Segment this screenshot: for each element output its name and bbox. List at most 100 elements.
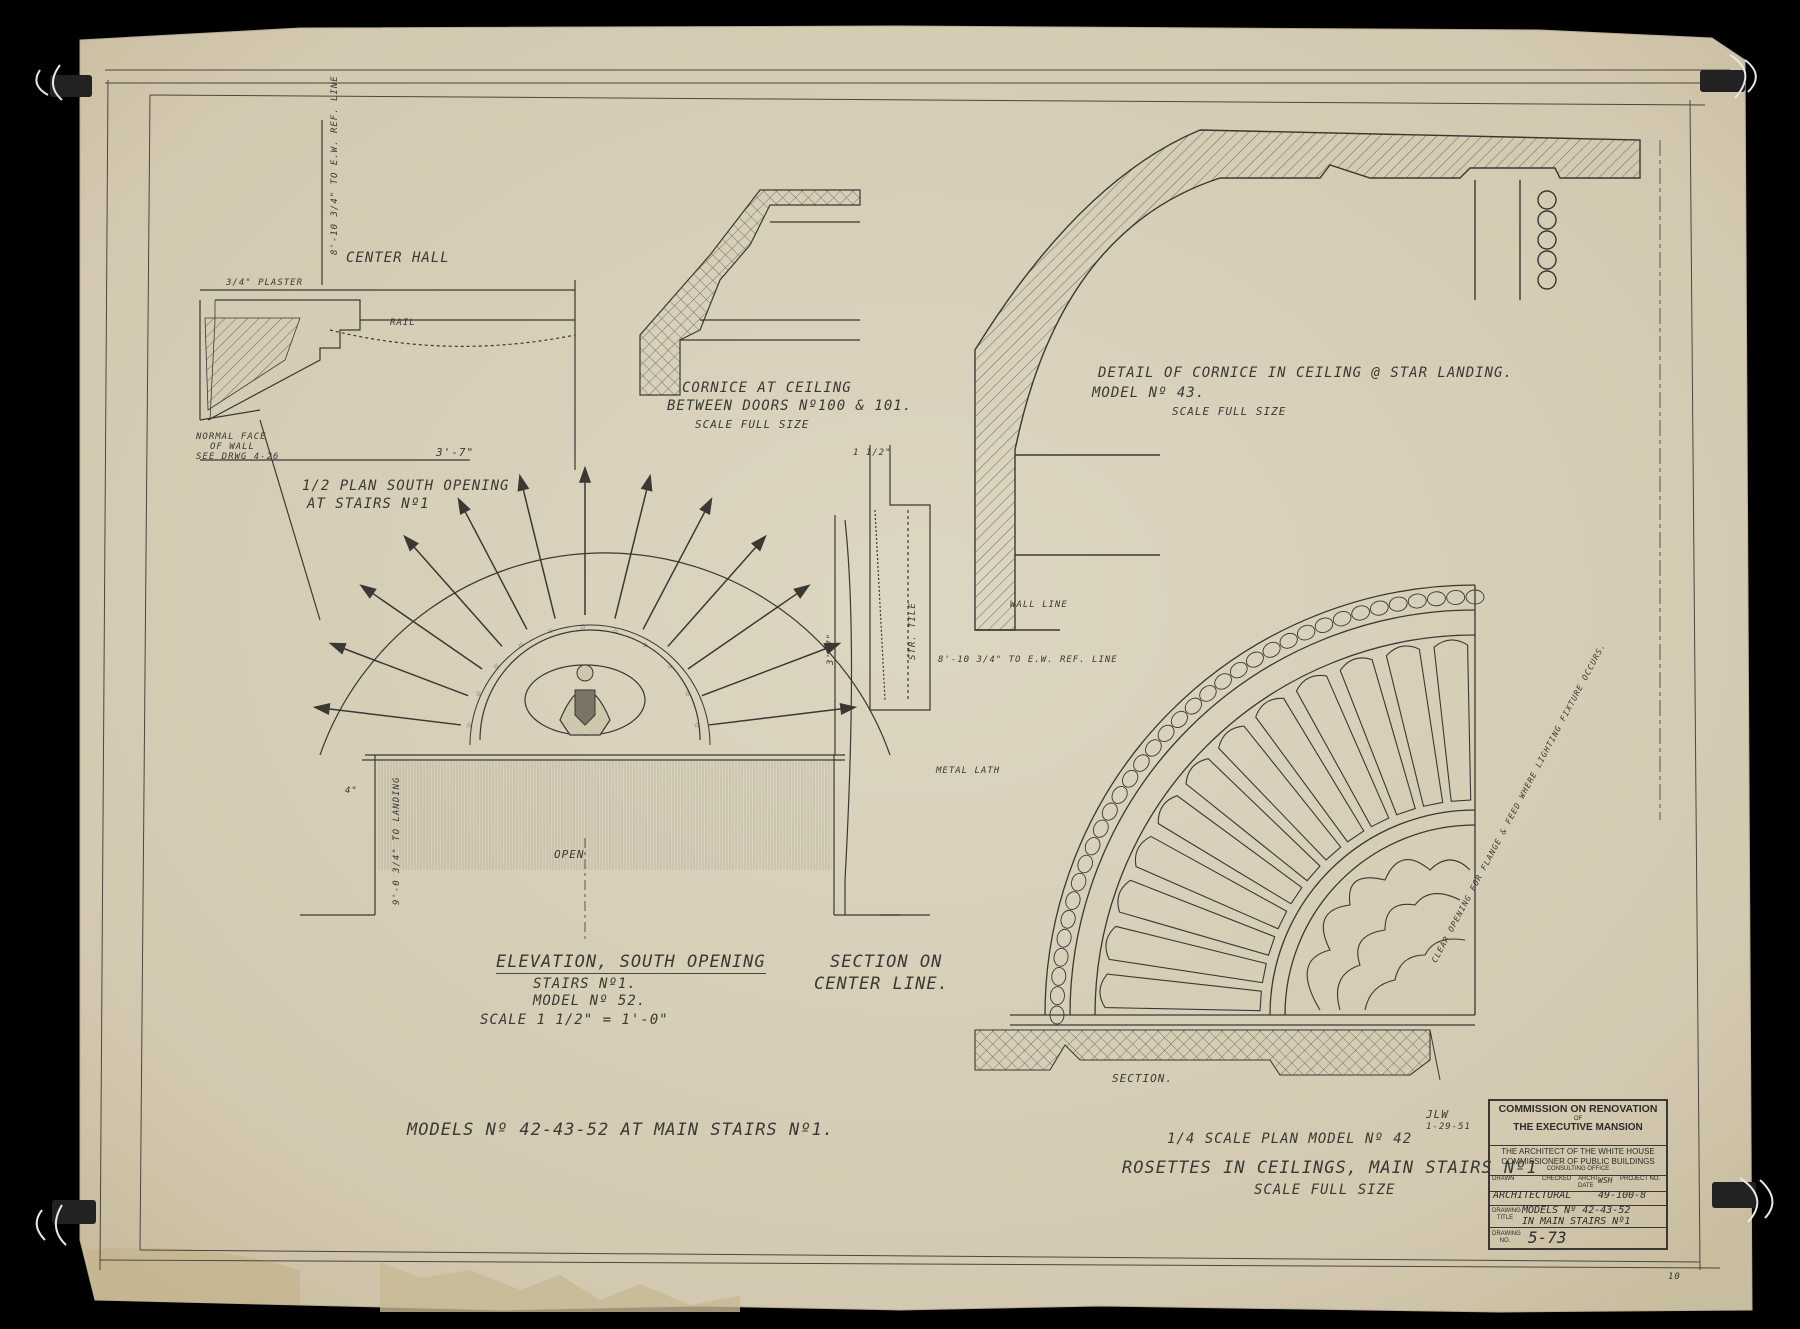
label-dim-3-7-vertical: 3'-7" [826, 632, 836, 665]
section-end [1429, 1029, 1441, 1081]
tb-project-label: PROJECT NO. [1620, 1176, 1661, 1182]
fanlight-ray-tip [517, 473, 530, 492]
fanlight-ray-tip [403, 534, 419, 552]
label-initials-date: 1-29-51 [1426, 1122, 1471, 1132]
label-corner-number: 10 [1668, 1272, 1681, 1282]
rosette-bead [1056, 928, 1072, 948]
torn-edge [380, 1262, 740, 1312]
rosette-bead [1229, 662, 1248, 679]
rosette-bead [1133, 754, 1150, 772]
rosette-petal [1099, 973, 1262, 1012]
fanlight-ray [642, 511, 706, 630]
title-block-category: ARCHITECTURAL 49-100-8 [1490, 1191, 1666, 1206]
title-block-office: THE ARCHITECT OF THE WHITE HOUSE COMMISS… [1490, 1145, 1666, 1176]
label-models-title: MODELS Nº 42-43-52 AT MAIN STAIRS Nº1. [407, 1120, 834, 1140]
label-center-hall: CENTER HALL [346, 250, 450, 266]
fanlight-ray-tip [457, 497, 471, 516]
label-normal-face: NORMAL FACE [196, 432, 267, 442]
tb-line2: THE EXECUTIVE MANSION [1513, 1122, 1643, 1133]
label-rosettes-title: ROSETTES IN CEILINGS, MAIN STAIRS Nº1 [1122, 1158, 1538, 1178]
rosette-bead [1279, 632, 1298, 649]
rosette-petal [1255, 697, 1365, 843]
tb-drawing-title-label: DRAWING TITLE [1492, 1208, 1521, 1221]
label-str-tile: STR. TILE [908, 602, 918, 660]
fanlight-ray-tip [359, 584, 377, 599]
fanlight-ray [614, 489, 648, 619]
label-dim-1-half: 1 1/2" [853, 448, 892, 458]
cornice-ceiling-drawing [639, 189, 861, 396]
rosette-bead [1053, 947, 1069, 967]
label-initials: JLW [1426, 1108, 1449, 1121]
rosette-bead [1065, 891, 1081, 910]
label-cornice-ceiling-1: CORNICE AT CEILING [682, 380, 852, 396]
rosette-bead [1049, 1005, 1065, 1025]
fanlight-ray-tip [751, 534, 767, 552]
binder-clip-top-right [1700, 54, 1757, 99]
rosette-petal [1339, 657, 1416, 816]
fanlight-ray [708, 708, 842, 726]
rosette-petal [1105, 925, 1267, 984]
open-panel-shading [378, 760, 832, 870]
rosette-bead [1465, 589, 1485, 605]
fanlight-ray [372, 592, 483, 670]
fanlight-star-icon: ☆ [685, 688, 691, 699]
fanlight-ray [343, 647, 469, 697]
title-block-meta: DRAWN CHECKED ARCHT WSH DATE PROJECT NO. [1490, 1175, 1666, 1192]
rosette-bead [1246, 651, 1264, 668]
label-dim-4: 4" [345, 786, 358, 796]
tb-archt-label: ARCHT [1578, 1176, 1599, 1182]
label-rail: RAIL [390, 318, 416, 328]
fanlight-ray [667, 546, 757, 647]
tb-line5: CONSULTING OFFICE [1546, 1166, 1610, 1172]
fanlight-ray [413, 546, 503, 647]
rosette-petal [1185, 758, 1321, 882]
binder-clip-bottom-right [1712, 1177, 1774, 1223]
rosette-section [974, 1029, 1431, 1076]
rosette-bead [1297, 624, 1316, 641]
sheet-border [99, 69, 1730, 1271]
rosette-bead [1051, 966, 1067, 986]
tb-project-no: 49-100-8 [1598, 1190, 1647, 1201]
fanlight-center [469, 624, 711, 746]
rosette-bead [1122, 769, 1139, 788]
label-section: SECTION. [1112, 1072, 1173, 1085]
label-half-plan-2: AT STAIRS Nº1 [307, 496, 430, 512]
label-section-center-2: CENTER LINE. [814, 974, 949, 994]
fanlight-star-icon: ☆ [466, 720, 472, 731]
tb-drawing-no: 5-73 [1528, 1228, 1567, 1247]
fanlight-ray-tip [312, 702, 331, 716]
tb-drawn-label: DRAWN [1492, 1176, 1515, 1182]
title-block: COMMISSION ON RENOVATION OF THE EXECUTIV… [1488, 1099, 1668, 1250]
rosette-bead [1077, 854, 1093, 874]
rosette-bead [1407, 593, 1427, 609]
fanlight-ray [701, 647, 827, 697]
fanlight-star-icon: ☆ [475, 688, 481, 699]
rosette-bead [1092, 819, 1109, 838]
title-block-drawing-title: DRAWING TITLE MODELS Nº 42-43-52 IN MAIN… [1490, 1205, 1666, 1228]
label-open: OPEN [554, 848, 585, 861]
rosette-bead [1070, 872, 1087, 892]
rosette-bead [1060, 909, 1076, 929]
rosette-plan [1010, 584, 1476, 1026]
fanlight-ray-tip [640, 473, 653, 492]
rosette-bead [1388, 596, 1408, 612]
rosette-bead [1314, 617, 1334, 633]
fanlight-star-icon: ☆ [694, 720, 700, 731]
rosette-bead [1157, 724, 1175, 742]
tb-title-line2: IN MAIN STAIRS Nº1 [1522, 1216, 1631, 1227]
rosette-petal [1134, 835, 1288, 930]
rosette-bead [1199, 685, 1217, 702]
rosette-bead [1351, 605, 1370, 621]
fanlight-ray-tip [793, 584, 811, 599]
rosette-bead [1049, 986, 1065, 1006]
label-elevation-2: STAIRS Nº1. [533, 976, 637, 992]
label-detail-cornice-2: MODEL Nº 43. [1092, 385, 1206, 401]
torn-stain [85, 1247, 300, 1305]
rosette-petal [1218, 725, 1342, 861]
rosette-bead [1084, 837, 1101, 856]
fanlight-star-icon: ☆ [518, 639, 524, 650]
tb-line1: COMMISSION ON RENOVATION [1498, 1103, 1658, 1115]
rosette-petal [1295, 674, 1390, 828]
fanlight-ray [522, 489, 556, 619]
label-rosettes-scale: SCALE FULL SIZE [1254, 1182, 1396, 1198]
